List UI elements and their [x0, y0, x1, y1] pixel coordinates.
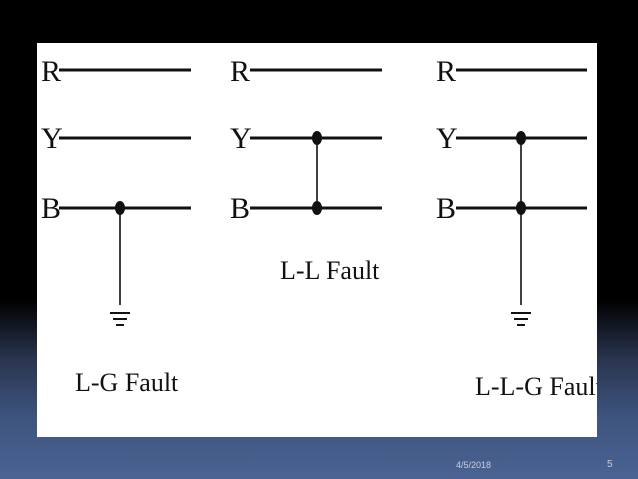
slide-date: 4/5/2018 [456, 460, 492, 470]
phase-label-r: R [436, 55, 456, 88]
fault-node-b [516, 201, 526, 215]
fault-node-y [312, 131, 322, 145]
ll-fault-panel: R Y B L-L Fault [230, 55, 382, 285]
phase-label-b: B [41, 192, 61, 225]
caption-ll-fault: L-L Fault [280, 256, 380, 285]
slide-page-number: 5 [607, 459, 613, 470]
phase-label-b: B [230, 192, 250, 225]
phase-label-r: R [230, 55, 250, 88]
phase-label-y: Y [436, 122, 458, 155]
caption-lg-fault: L-G Fault [75, 368, 179, 397]
ground-icon [110, 312, 130, 326]
fault-diagram: R Y B L-G Fault R Y B [41, 55, 597, 401]
phase-label-b: B [436, 192, 456, 225]
phase-label-r: R [41, 55, 61, 88]
phase-label-y: Y [41, 122, 63, 155]
ground-icon [511, 312, 531, 326]
llg-fault-panel: R Y B L-L-G Fault [436, 55, 597, 401]
lg-fault-panel: R Y B L-G Fault [41, 55, 191, 397]
caption-llg-fault: L-L-G Fault [475, 372, 597, 401]
fault-diagram-panel: R Y B L-G Fault R Y B [37, 43, 597, 437]
fault-node-y [516, 131, 526, 145]
fault-node-b [312, 201, 322, 215]
phase-label-y: Y [230, 122, 252, 155]
